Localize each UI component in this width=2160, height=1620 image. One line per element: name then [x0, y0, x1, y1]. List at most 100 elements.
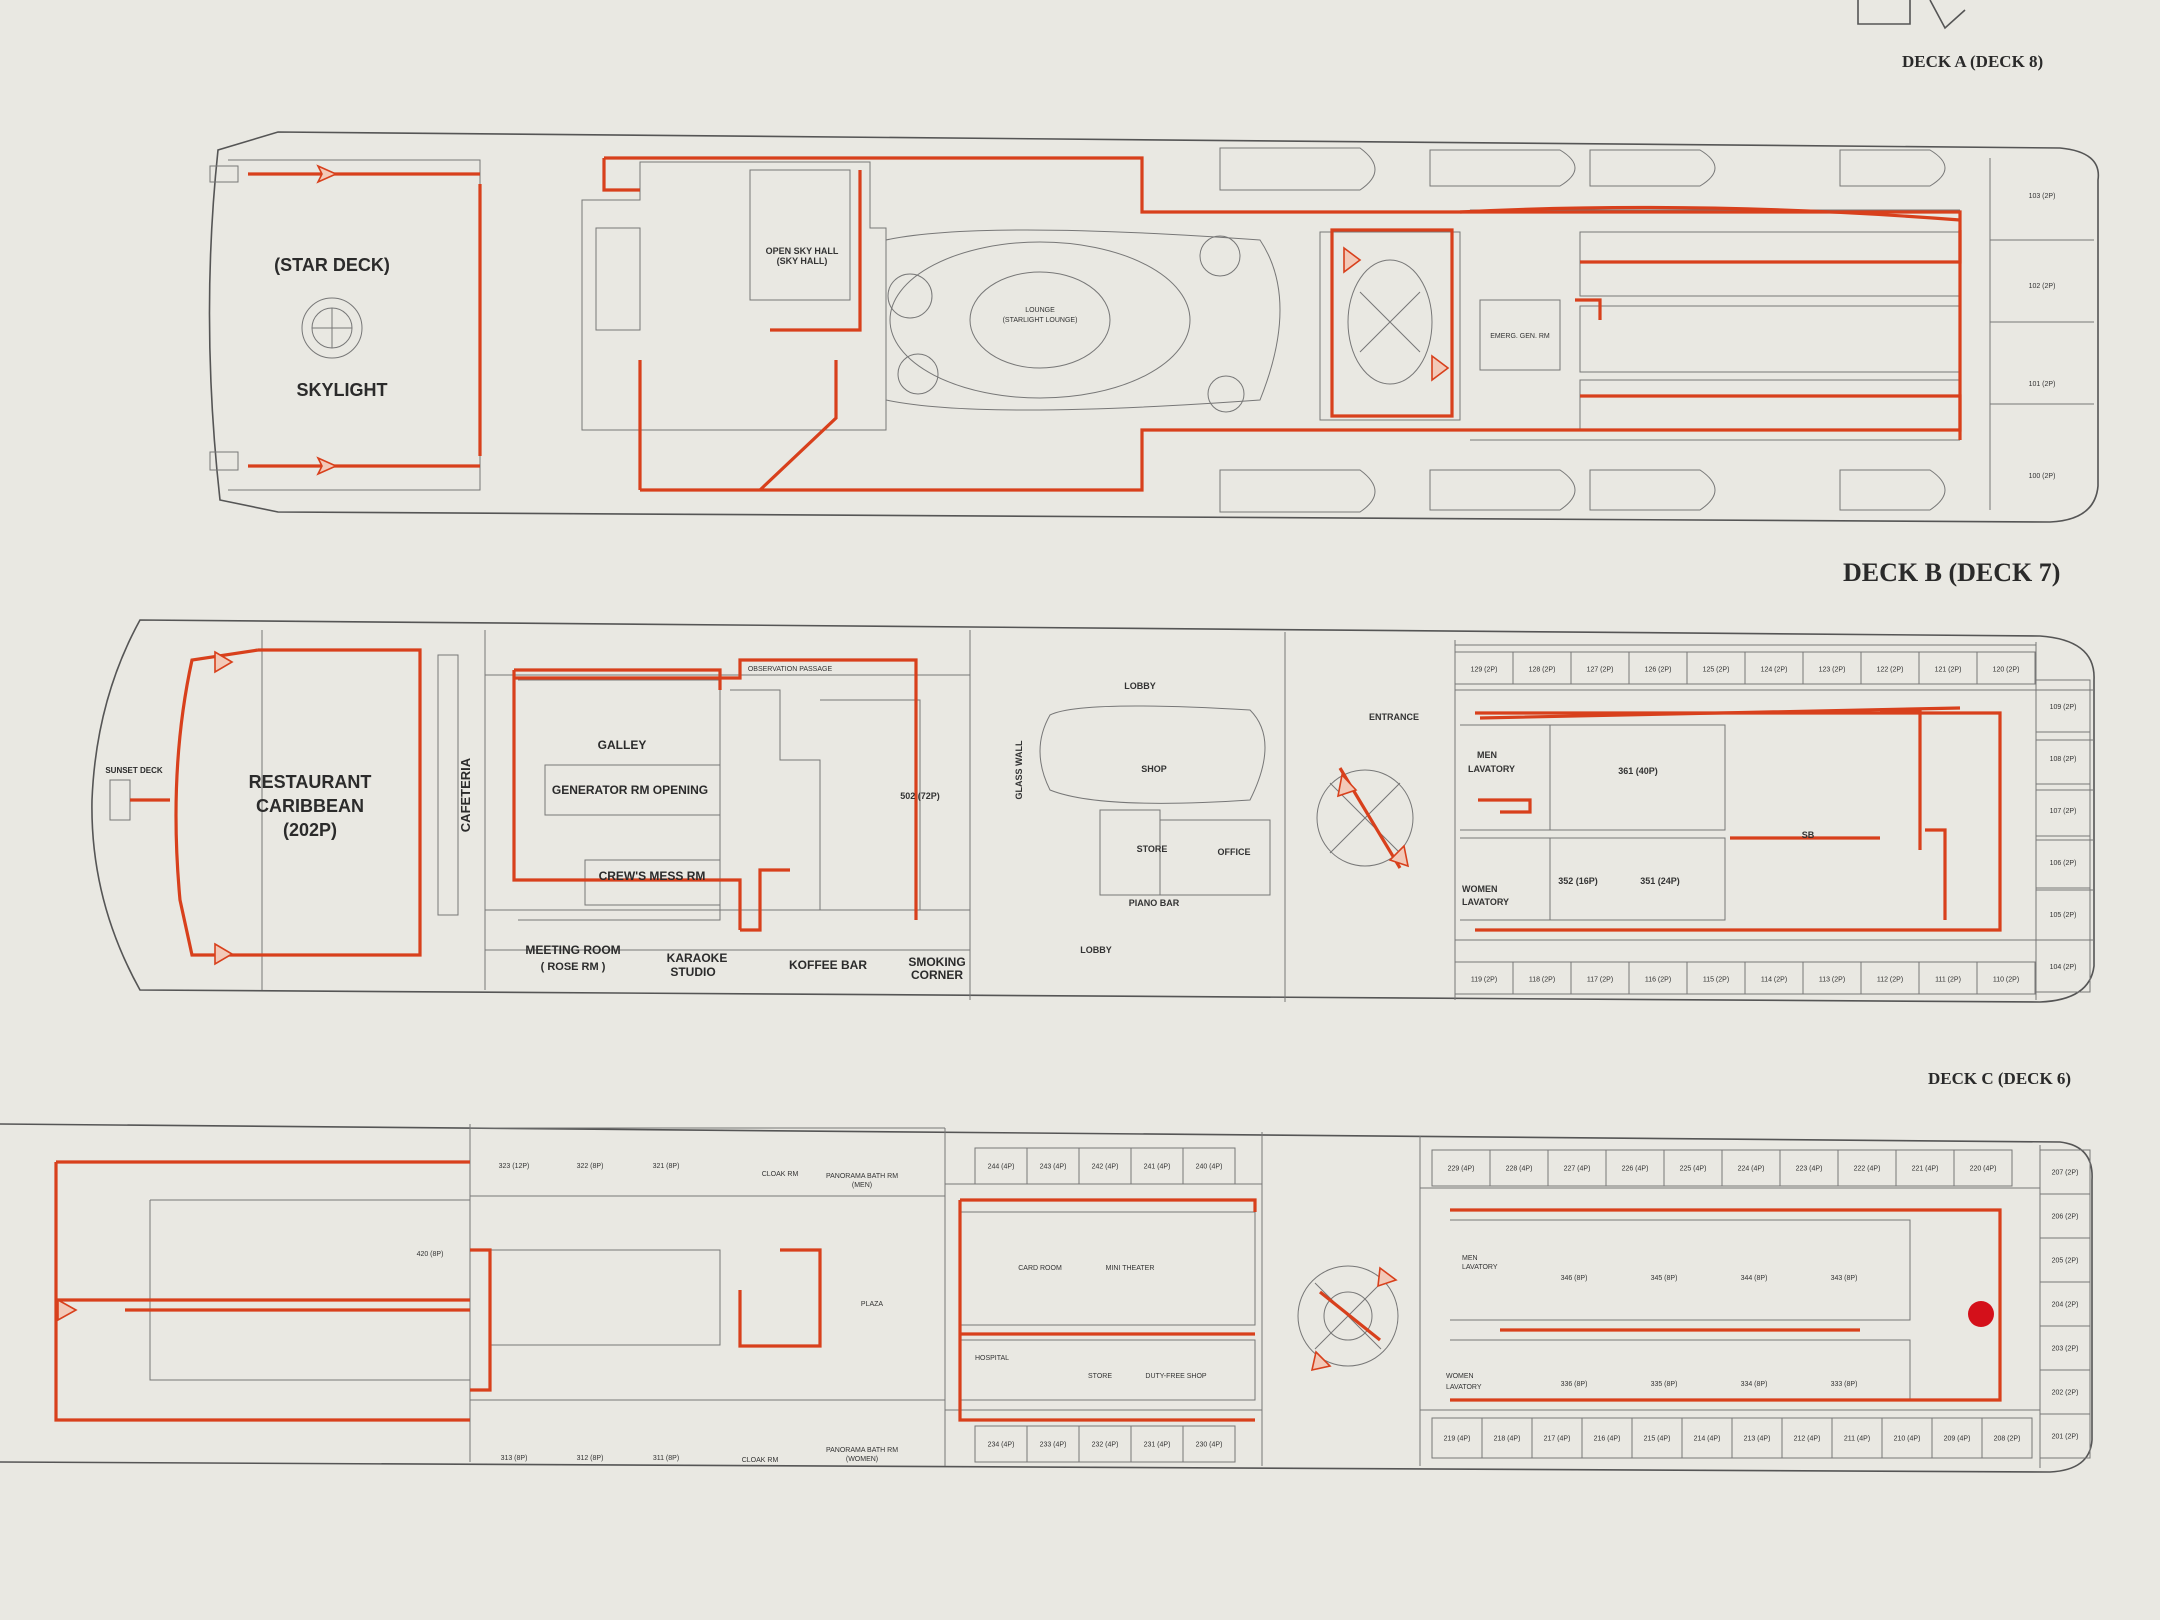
exit-arrow: [1388, 844, 1410, 868]
cloak-bottom-label: CLOAK RM: [742, 1457, 779, 1464]
deck-b-title: DECK B (DECK 7): [1843, 558, 2061, 587]
deck-d-cabins-top: 229 (4P)228 (4P)227 (4P)226 (4P)225 (4P)…: [1431, 1149, 2013, 1187]
cabin-label: 114 (2P): [1761, 976, 1787, 983]
cabin-cell: [1981, 1417, 2033, 1459]
restaurant-capacity-label: (202P): [283, 820, 337, 840]
room-502-label: 502 (72P): [900, 791, 940, 801]
cabin-label: 105 (2P): [2050, 912, 2077, 919]
glass-wall-label: GLASS WALL: [1014, 740, 1024, 799]
exit-arrow: [1310, 1350, 1332, 1372]
deck-c-plan: SUNSET DECK RESTAURANT CARIBBEAN (202P) …: [91, 619, 2095, 1003]
shop-label: SHOP: [1141, 764, 1167, 774]
cabin-label: 109 (2P): [2050, 704, 2077, 711]
cabin-cell: [2035, 939, 2091, 993]
studio-label: STUDIO: [670, 965, 715, 979]
panorama-men-label: PANORAMA BATH RM: [826, 1173, 898, 1180]
room-343-label: 343 (8P): [1831, 1275, 1858, 1282]
cabin-label: 207 (2P): [2052, 1170, 2079, 1177]
deck-d-cabins-bottom: 219 (4P)218 (4P)217 (4P)216 (4P)215 (4P)…: [1431, 1417, 2033, 1459]
deck-a-fragment: [1857, 0, 1966, 30]
store-d-label: STORE: [1088, 1373, 1112, 1380]
room-313-label: 313 (8P): [501, 1455, 528, 1462]
room-346-label: 346 (8P): [1561, 1275, 1588, 1282]
exit-arrow: [57, 1298, 78, 1322]
deck-a-title: DECK A (DECK 8): [1902, 52, 2044, 71]
women-label: (WOMEN): [846, 1456, 878, 1463]
duty-free-label: DUTY-FREE SHOP: [1145, 1373, 1207, 1380]
office-label: OFFICE: [1218, 847, 1251, 857]
women-lavatory-d-label-1: WOMEN: [1446, 1373, 1474, 1380]
room-361-label: 361 (40P): [1618, 766, 1658, 776]
room-345-label: 345 (8P): [1651, 1275, 1678, 1282]
restaurant-name-label: CARIBBEAN: [256, 796, 364, 816]
cabin-label: 123 (2P): [1819, 666, 1846, 673]
cabin-label: 115 (2P): [1703, 976, 1729, 983]
cabin-label: 107 (2P): [2050, 808, 2077, 815]
exit-arrow: [214, 650, 234, 674]
piano-bar-label: PIANO BAR: [1129, 898, 1180, 908]
cafeteria-label: CAFETERIA: [458, 757, 473, 832]
exit-arrow: [1336, 773, 1358, 798]
card-room-label: CARD ROOM: [1018, 1265, 1062, 1272]
cabin-cell: [1976, 961, 2036, 995]
cabin-label: 233 (4P): [1040, 1442, 1067, 1449]
hospital-label: HOSPITAL: [975, 1355, 1009, 1362]
cabin-label: 120 (2P): [1993, 666, 2020, 673]
plaza-label: PLAZA: [861, 1301, 884, 1308]
room-344-label: 344 (8P): [1741, 1275, 1768, 1282]
cabin-label: 202 (2P): [2052, 1390, 2079, 1397]
cabin-label: 126 (2P): [1645, 666, 1672, 673]
room-311-label: 311 (8P): [653, 1455, 679, 1462]
skylight-label: SKYLIGHT: [296, 380, 387, 400]
room-334-label: 334 (8P): [1741, 1381, 1768, 1388]
cabin-label: 227 (4P): [1564, 1166, 1591, 1173]
deck-c-cabins-bow: 109 (2P)108 (2P)107 (2P)106 (2P)105 (2P)…: [2035, 679, 2091, 993]
cabin-102: 102 (2P): [2029, 283, 2056, 290]
cabin-label: 230 (4P): [1196, 1442, 1223, 1449]
cabin-cell: [1953, 1149, 2013, 1187]
cabin-label: 208 (2P): [1994, 1435, 2021, 1442]
lobby-top-label: LOBBY: [1124, 681, 1156, 691]
room-335-label: 335 (8P): [1651, 1381, 1678, 1388]
cabin-label: 111 (2P): [1935, 976, 1961, 983]
room-336-label: 336 (8P): [1561, 1381, 1588, 1388]
cabin-cell: [1182, 1147, 1236, 1185]
cabin-label: 106 (2P): [2050, 860, 2077, 867]
cabin-label: 232 (4P): [1092, 1442, 1119, 1449]
men-label: (MEN): [852, 1182, 872, 1189]
cabin-label: 221 (4P): [1912, 1166, 1939, 1173]
cabin-label: 204 (2P): [2052, 1302, 2079, 1309]
room-322-label: 322 (8P): [577, 1163, 604, 1170]
cabin-label: 213 (4P): [1744, 1435, 1771, 1442]
exit-arrow: [1377, 1266, 1398, 1288]
meeting-room-label: MEETING ROOM: [525, 943, 620, 957]
cabin-103: 103 (2P): [2029, 193, 2056, 200]
cabin-label: 209 (4P): [1944, 1435, 1971, 1442]
men-lavatory-d-label-1: MEN: [1462, 1255, 1478, 1262]
cabin-label: 203 (2P): [2052, 1346, 2079, 1353]
cabin-label: 228 (4P): [1506, 1166, 1533, 1173]
lounge-label: LOUNGE: [1025, 307, 1055, 314]
cabin-100: 100 (2P): [2029, 473, 2056, 480]
deck-d-plan: 323 (12P) 322 (8P) 321 (8P) 313 (8P) 312…: [0, 1123, 2093, 1473]
room-312-label: 312 (8P): [577, 1455, 604, 1462]
deck-c-cabins-bottom: 119 (2P)118 (2P)117 (2P)116 (2P)115 (2P)…: [1454, 961, 2036, 995]
cabin-cell: [2039, 1413, 2091, 1459]
cabin-label: 224 (4P): [1738, 1166, 1765, 1173]
smoking-label: SMOKING: [908, 955, 965, 969]
room-351-label: 351 (24P): [1640, 876, 1680, 886]
cabin-101: 101 (2P): [2029, 381, 2056, 388]
cabin-label: 118 (2P): [1529, 976, 1555, 983]
cabin-label: 231 (4P): [1144, 1442, 1171, 1449]
cabin-cell: [1182, 1425, 1236, 1463]
cabin-label: 241 (4P): [1144, 1164, 1171, 1171]
cabin-label: 243 (4P): [1040, 1164, 1067, 1171]
cabin-label: 119 (2P): [1471, 976, 1497, 983]
cabin-label: 116 (2P): [1645, 976, 1671, 983]
cabin-label: 240 (4P): [1196, 1164, 1223, 1171]
corner-label: CORNER: [911, 968, 963, 982]
deck-d-cabins-mid-bottom: 234 (4P)233 (4P)232 (4P)231 (4P)230 (4P): [974, 1425, 1236, 1463]
rose-rm-label: ( ROSE RM ): [541, 961, 606, 973]
room-420-label: 420 (8P): [417, 1251, 444, 1258]
